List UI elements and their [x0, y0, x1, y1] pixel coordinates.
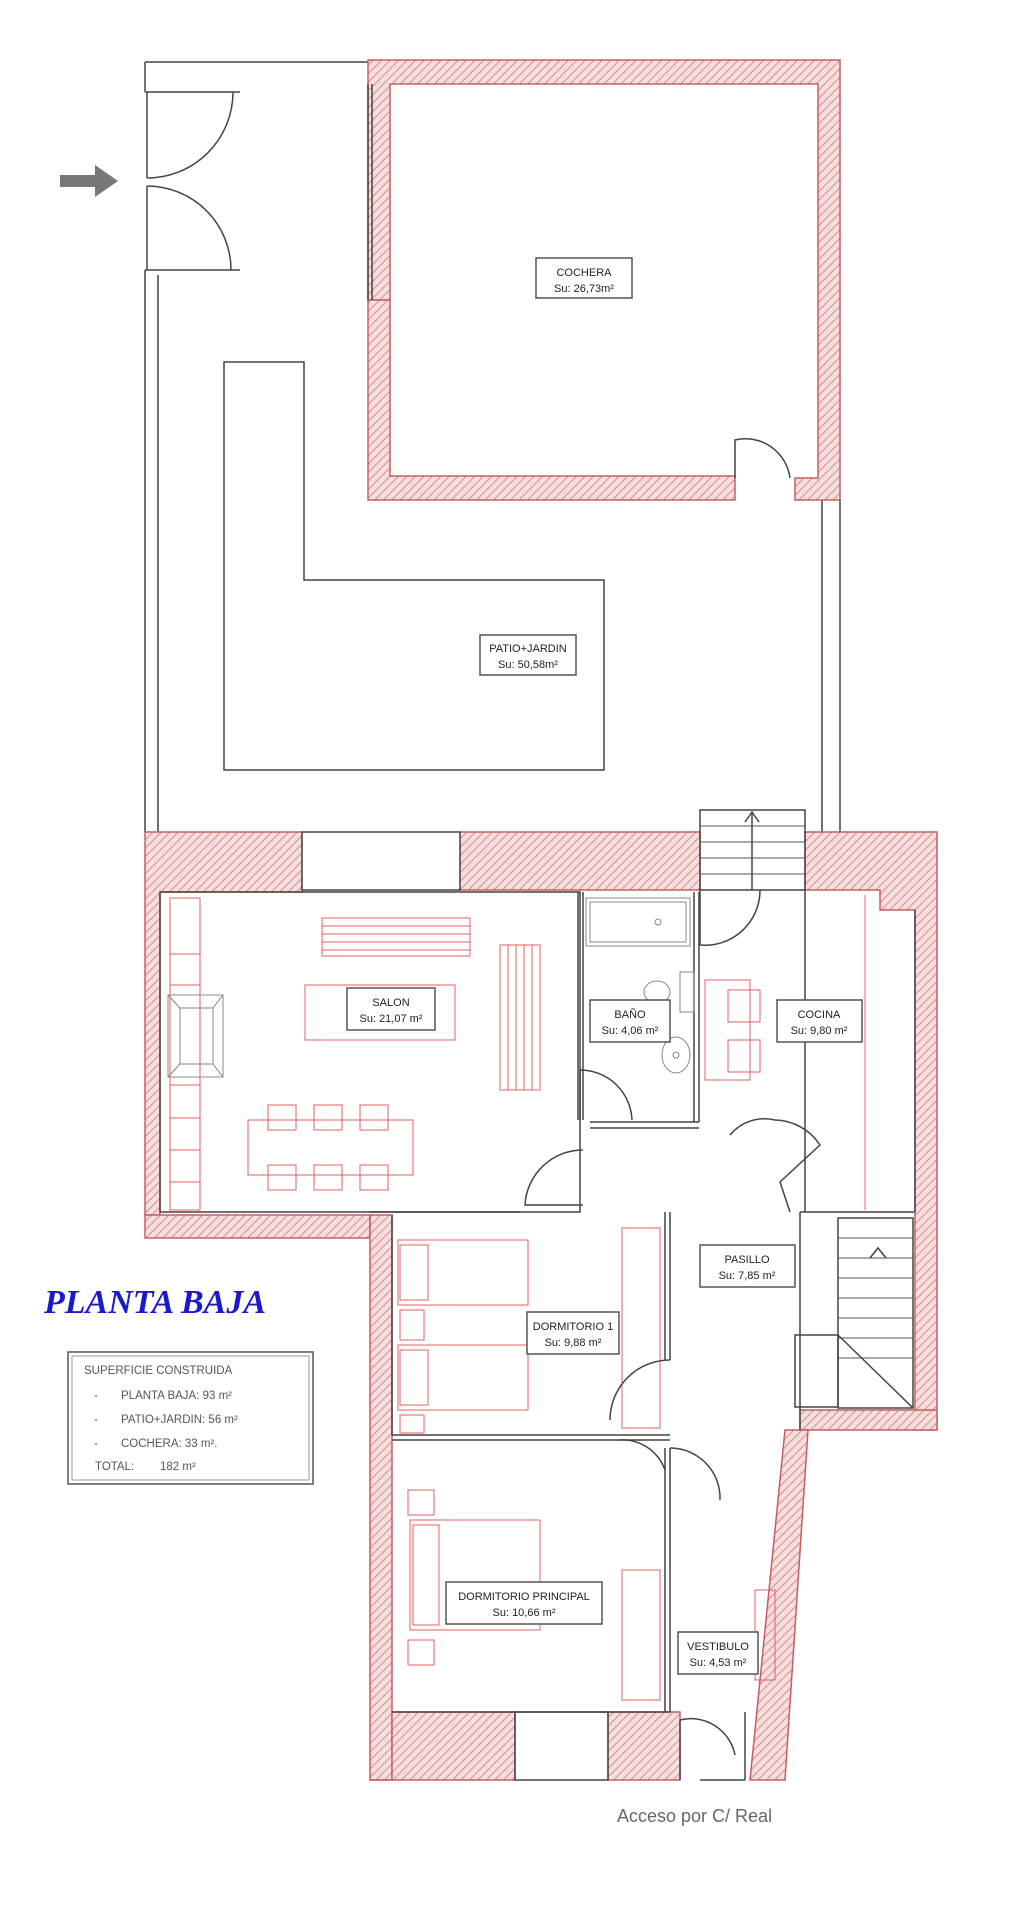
svg-text:Su: 26,73m²: Su: 26,73m² — [554, 283, 614, 295]
label-cochera: COCHERA Su: 26,73m² — [535, 257, 633, 299]
salon-furniture — [167, 897, 541, 1211]
bottom-window — [514, 1711, 609, 1781]
stairs-top — [699, 809, 806, 891]
dorm1-furniture — [397, 1227, 661, 1434]
svg-text:SALON: SALON — [372, 997, 409, 1009]
svg-text:PASILLO: PASILLO — [724, 1254, 769, 1266]
label-dorm1: DORMITORIO 1 Su: 9,88 m² — [526, 1311, 620, 1355]
svg-text:BAÑO: BAÑO — [614, 1008, 646, 1021]
stairs-right — [794, 1217, 914, 1409]
svg-text:-: - — [94, 1414, 98, 1426]
label-dormp: DORMITORIO PRINCIPAL Su: 10,66 m² — [445, 1581, 603, 1625]
dormp-furniture — [407, 1489, 661, 1701]
svg-text:COCINA: COCINA — [798, 1009, 841, 1021]
svg-text:Su: 21,07 m²: Su: 21,07 m² — [360, 1013, 423, 1025]
summary-total-label: TOTAL: — [95, 1461, 134, 1473]
cocina-furniture — [704, 895, 866, 1210]
svg-text:Su: 9,80 m²: Su: 9,80 m² — [791, 1025, 848, 1037]
salon-window — [301, 831, 461, 891]
interior-doors — [524, 889, 821, 1781]
svg-text:Su: 10,66 m²: Su: 10,66 m² — [493, 1607, 556, 1619]
house-walls — [144, 831, 938, 1781]
svg-text:DORMITORIO 1: DORMITORIO 1 — [533, 1321, 613, 1333]
summary-item: PLANTA BAJA: 93 m² — [121, 1390, 232, 1402]
svg-text:Su: 9,88 m²: Su: 9,88 m² — [545, 1337, 602, 1349]
label-vestibulo: VESTIBULO Su: 4,53 m² — [677, 1631, 759, 1675]
access-note: Acceso por C/ Real — [617, 1806, 772, 1826]
patio-outline — [223, 361, 605, 771]
summary-total-value: 182 m² — [160, 1461, 196, 1473]
label-cocina: COCINA Su: 9,80 m² — [776, 999, 863, 1043]
svg-text:Su: 4,06 m²: Su: 4,06 m² — [602, 1025, 659, 1037]
svg-text:DORMITORIO PRINCIPAL: DORMITORIO PRINCIPAL — [458, 1591, 590, 1603]
yard-boundary — [144, 61, 841, 832]
svg-text:Su: 50,58m²: Su: 50,58m² — [498, 659, 558, 671]
cochera-walls — [367, 59, 841, 501]
plan-title: PLANTA BAJA — [43, 1284, 266, 1321]
label-patio: PATIO+JARDIN Su: 50,58m² — [479, 634, 577, 676]
label-pasillo: PASILLO Su: 7,85 m² — [699, 1244, 796, 1288]
svg-text:COCHERA: COCHERA — [556, 267, 612, 279]
bath-fixtures — [585, 897, 695, 1074]
gate — [146, 91, 234, 271]
summary-box: SUPERFICIE CONSTRUIDA - PLANTA BAJA: 93 … — [67, 1351, 314, 1485]
label-salon: SALON Su: 21,07 m² — [346, 987, 436, 1031]
svg-text:-: - — [94, 1390, 98, 1402]
label-bano: BAÑO Su: 4,06 m² — [589, 999, 671, 1043]
interior-walls — [159, 890, 916, 1713]
svg-text:-: - — [94, 1438, 98, 1450]
svg-text:Su: 7,85 m²: Su: 7,85 m² — [719, 1270, 776, 1282]
summary-item: PATIO+JARDIN: 56 m² — [121, 1414, 238, 1426]
arrow-right-icon — [60, 165, 118, 197]
summary-heading: SUPERFICIE CONSTRUIDA — [84, 1365, 233, 1377]
svg-text:VESTIBULO: VESTIBULO — [687, 1641, 749, 1653]
svg-text:PATIO+JARDIN: PATIO+JARDIN — [489, 643, 567, 655]
cochera-door — [734, 438, 791, 479]
summary-item: COCHERA: 33 m². — [121, 1438, 218, 1450]
svg-text:Su: 4,53 m²: Su: 4,53 m² — [690, 1657, 747, 1669]
